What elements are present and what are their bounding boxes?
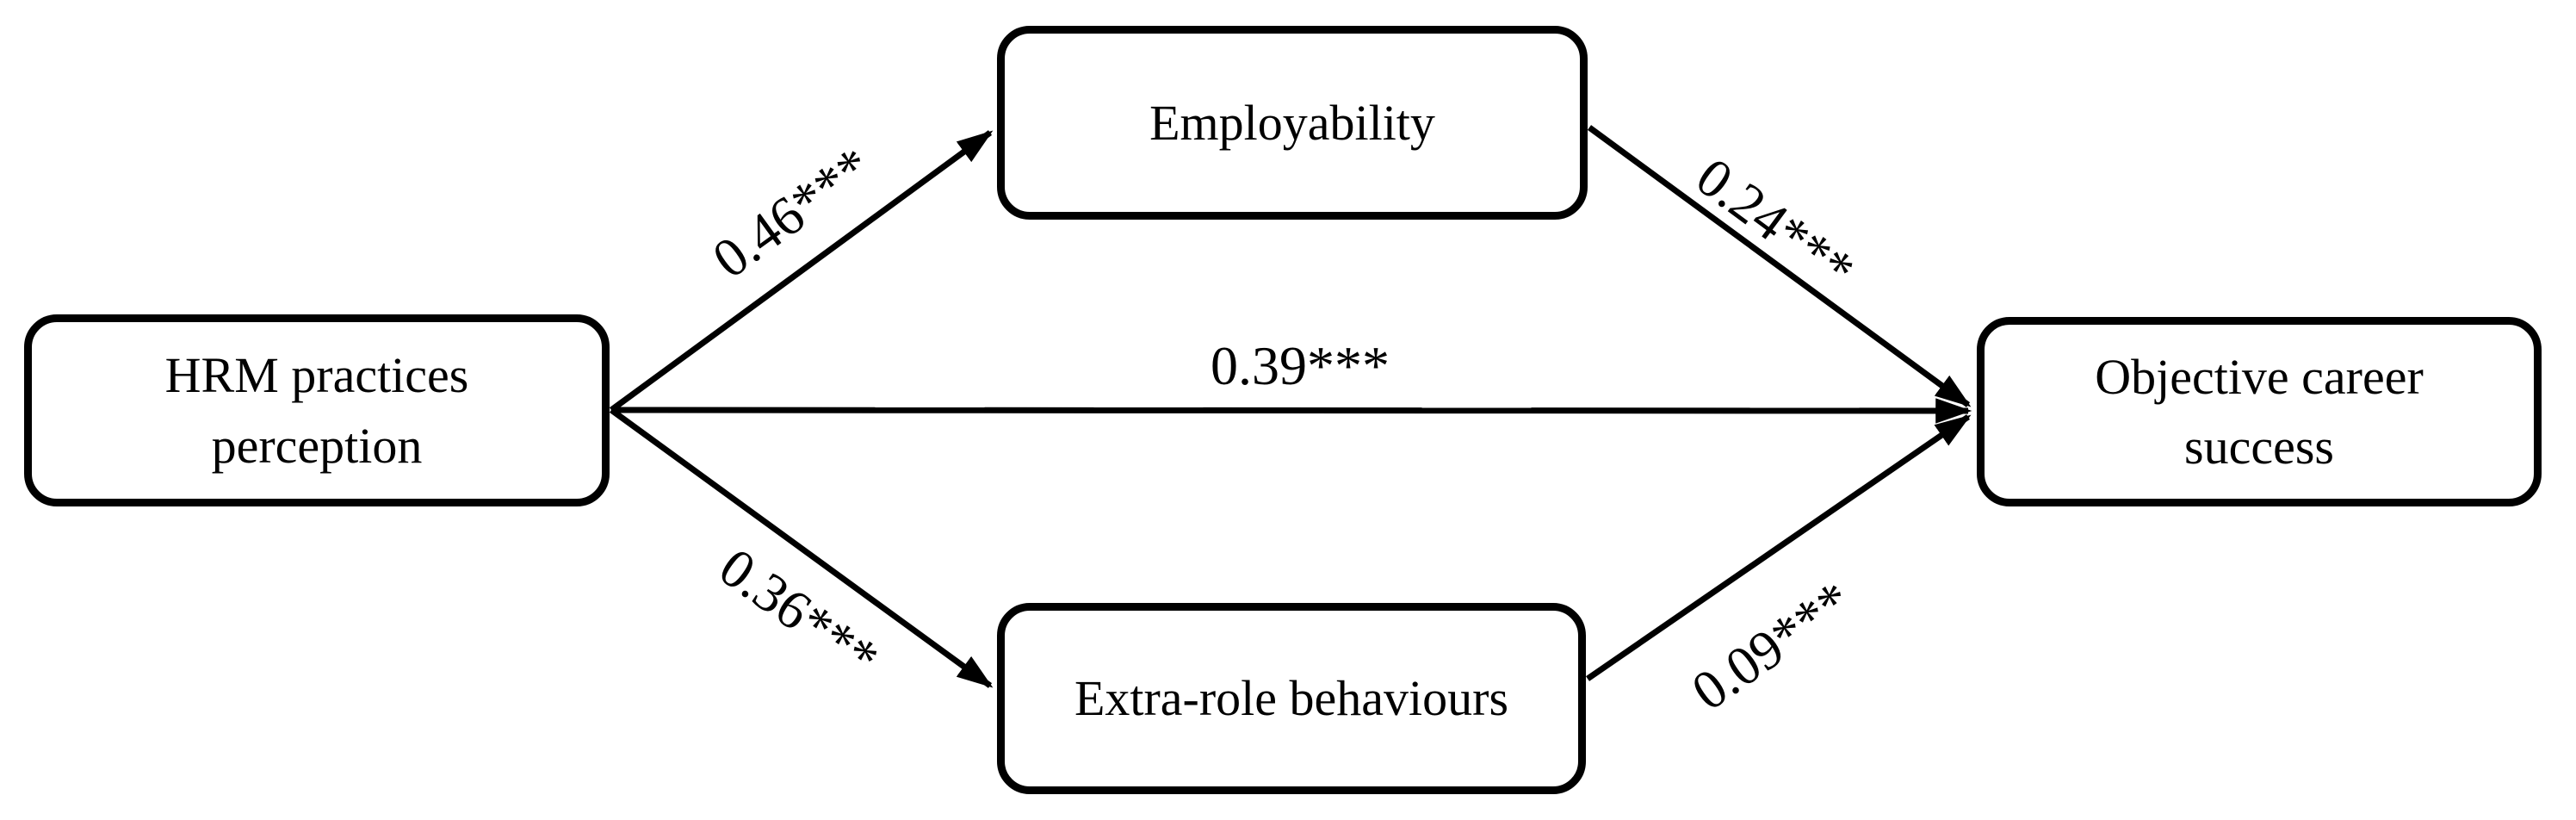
node-objective-career-success: Objective career success	[1977, 317, 2542, 506]
arrow-hrm-to-employability	[609, 130, 994, 413]
node-employability: Employability	[997, 26, 1588, 220]
node-label-hrm-practices-perception: HRM practices perception	[164, 347, 469, 474]
node-label-extra-role-behaviours: Extra-role behaviours	[1074, 670, 1509, 727]
arrow-extra-role-to-success	[1586, 414, 1972, 681]
node-label-employability: Employability	[1149, 94, 1435, 151]
arrow-hrm-to-success	[610, 398, 1972, 424]
node-hrm-practices-perception: HRM practices perception	[24, 314, 610, 506]
arrow-hrm-to-extra-role	[609, 407, 994, 688]
edge-label-hrm-to-success: 0.39***	[1211, 335, 1390, 396]
node-label-objective-career-success: Objective career success	[2095, 348, 2424, 475]
node-extra-role-behaviours: Extra-role behaviours	[997, 603, 1586, 794]
arrow-employability-to-success	[1587, 125, 1972, 407]
